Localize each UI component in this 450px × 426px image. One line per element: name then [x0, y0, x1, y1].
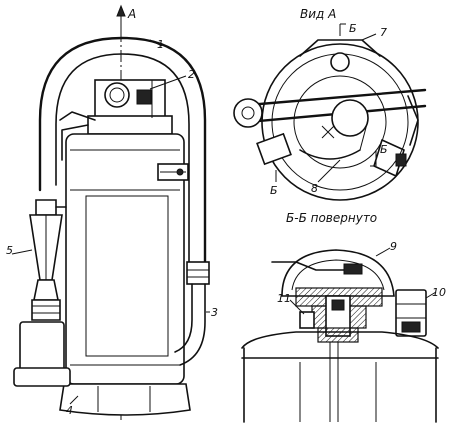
leader-11 [289, 299, 305, 315]
label-panel [85, 195, 169, 357]
handle-arc-outer [38, 36, 207, 267]
callout-1: 1 [157, 38, 164, 51]
side-box-right-detail [395, 153, 407, 167]
valve-body-lower [317, 327, 359, 343]
extinguisher-elevation: А [11, 4, 210, 420]
handle-band-top [246, 88, 427, 107]
side-box-right [373, 139, 405, 177]
section-bb-title: Б-Б повернуто [286, 211, 377, 225]
leader-8 [317, 159, 341, 183]
callout-8: 8 [311, 182, 318, 195]
leader-9 [375, 247, 391, 257]
leader-1 [149, 39, 163, 47]
callout-7: 7 [380, 26, 387, 39]
center-cross-2 [321, 125, 335, 139]
clamp-bolt [176, 168, 184, 176]
horn-joint [33, 279, 59, 301]
hose-coupling-right [186, 261, 210, 285]
callout-4: 4 [66, 404, 73, 417]
cylinder-shoulder [241, 331, 439, 349]
nozzle-clamp [35, 199, 57, 216]
callout-3: 3 [211, 306, 218, 319]
gauge-circle [104, 82, 130, 108]
callout-10: 10 [432, 286, 446, 299]
view-a-inner-ring [293, 75, 387, 169]
top-lever [271, 261, 361, 271]
horn-valve [31, 299, 61, 321]
cut-label-right: Б [380, 143, 388, 156]
callout-2: 2 [188, 68, 195, 81]
section-a-label: А [127, 7, 136, 21]
top-guard-knob [330, 52, 350, 72]
nozzle-mouth [13, 367, 71, 387]
valve-stem-core [331, 299, 345, 311]
leader-2 [149, 75, 187, 90]
lever-tip [343, 263, 363, 275]
cut-label-top: Б [349, 22, 357, 35]
valve-lever-block [136, 89, 152, 105]
view-a-title: Вид А [300, 7, 336, 21]
leader-4 [69, 395, 79, 405]
center-hub [331, 99, 369, 137]
leader-7 [361, 33, 377, 41]
handle-pivot-left-inner [241, 106, 255, 120]
neck-clip [59, 111, 96, 121]
base-skirt [59, 383, 191, 416]
side-box-left [256, 132, 292, 166]
arrow-a-icon [116, 4, 126, 17]
valve-collar [87, 115, 173, 135]
hose-lower [174, 283, 193, 353]
leader-5 [11, 249, 33, 255]
dome-inner [291, 259, 385, 291]
handle-right-end [407, 95, 419, 146]
cut-label-left: Б [270, 184, 278, 197]
leader-10 [425, 291, 437, 299]
handle-arc-inner [55, 53, 190, 263]
top-guard [299, 39, 381, 57]
handle-pivot-left [233, 98, 263, 128]
hose-lower-outer [179, 283, 206, 366]
section-bb: Б-Б повернуто [241, 211, 439, 423]
side-bolt [299, 311, 315, 329]
center-arc [299, 149, 361, 160]
callout-9: 9 [390, 240, 397, 253]
dome-cap [281, 249, 395, 297]
neck-tube [61, 124, 89, 161]
center-lever [359, 119, 369, 151]
side-block-core [401, 321, 421, 333]
view-a: Вид А Б Б Б [233, 7, 427, 201]
gauge-inner [109, 87, 125, 103]
callout-5: 5 [6, 244, 13, 257]
callout-11: 11 [277, 292, 291, 305]
